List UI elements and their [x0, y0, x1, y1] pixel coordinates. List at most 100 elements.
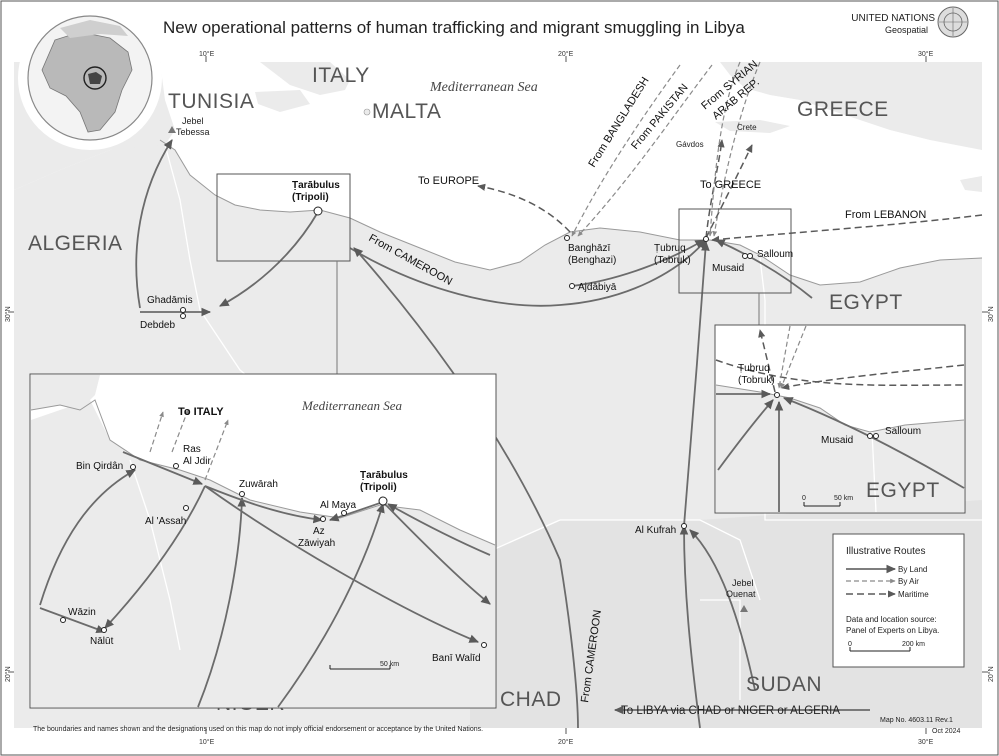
label-to-greece: To GREECE [700, 179, 761, 191]
route-to-europe-line [477, 183, 571, 233]
legend-item-land: By Land [898, 565, 927, 574]
inset-east-tobruk-1: Ṭubruq [738, 363, 770, 374]
route-tripoli-ghadamis [219, 211, 319, 307]
route-egypt-tobruk [715, 239, 813, 299]
inset-east-scale-zero: 0 [802, 495, 806, 502]
legend-source-1: Data and location source: [846, 615, 937, 624]
route-to-greece-line [705, 139, 725, 239]
label-al-kufrah: Al Kufrah [635, 525, 676, 536]
label-ajdabiya: Ajdābiyā [578, 282, 617, 293]
route-from-syria-line-2 [712, 61, 761, 237]
inset-east-tobruk-2: (Tobruk) [738, 375, 775, 386]
coord-20e-bottom: 20°E [558, 738, 574, 746]
legend-source-2: Panel of Experts on Libya. [846, 626, 939, 635]
inset-east-extent [678, 208, 792, 294]
label-crete: Crete [737, 123, 757, 132]
route-kufrah-tobruk [683, 240, 710, 527]
label-musaid: Musaid [712, 263, 744, 274]
label-jebel-ouenat-2: Ouenat [726, 589, 756, 599]
coord-30n-right: 30°N [987, 306, 995, 322]
inset-label-ras-1: Ras [183, 444, 201, 455]
legend-title: Illustrative Routes [846, 546, 925, 557]
label-to-libya: To LIBYA via CHAD or NIGER or ALGERIA [621, 705, 840, 717]
label-salloum: Salloum [757, 249, 793, 260]
label-tripoli-1: Ṭarābulus [292, 180, 340, 191]
map-number: Map No. 4603.11 Rev.1 [880, 717, 953, 724]
inset-label-bani-walid: Banī Walīd [432, 653, 481, 664]
label-mediterranean-sea: Mediterranean Sea [429, 80, 538, 95]
inset-label-al-maya: Al Maya [320, 500, 357, 511]
inset-east [714, 324, 966, 514]
label-benghazi-2: (Benghazi) [568, 255, 616, 266]
route-ghadamis-tebessa [135, 139, 173, 309]
route-sudan-kufrah-2 [689, 529, 756, 691]
label-egypt: EGYPT [829, 291, 903, 314]
label-tobruk-1: Ṭubruq [654, 243, 686, 254]
label-sudan: SUDAN [746, 673, 822, 696]
label-jebel-tebessa-1: Jebel [182, 116, 204, 126]
label-to-europe: To EUROPE [418, 175, 479, 187]
coord-10e-top: 10°E [199, 50, 215, 58]
route-from-syria-line [707, 61, 741, 237]
globe-locator [18, 6, 162, 150]
label-debdeb: Debdeb [140, 320, 175, 331]
legend-scale-zero: 0 [848, 641, 852, 648]
route-from-cameroon-south [355, 249, 579, 729]
coord-10e-bottom: 10°E [199, 738, 215, 746]
route-from-cameroon-north [349, 239, 707, 307]
label-jebel-tebessa-2: Tebessa [176, 127, 210, 137]
label-from-lebanon: From LEBANON [845, 209, 926, 221]
inset-label-bin-qirdan: Bin Qirdân [76, 461, 123, 472]
label-tunisia: TUNISIA [168, 90, 254, 113]
map-title: New operational patterns of human traffi… [163, 18, 745, 37]
inset-label-tripoli-2: (Tripoli) [360, 482, 397, 493]
coord-30e-bottom: 30°E [918, 738, 934, 746]
coord-20n-left: 20°N [4, 666, 12, 682]
label-tripoli-2: (Tripoli) [292, 192, 329, 203]
inset-west-extent [216, 173, 351, 262]
inset-east-maritime [715, 359, 965, 387]
route-from-pakistan-line [577, 64, 713, 237]
inset-west-sea: Mediterranean Sea [301, 398, 403, 413]
route-from-lebanon-line [711, 214, 983, 243]
inset-label-ras-2: Al Jdir [183, 456, 211, 467]
inset-label-nalut: Nālūt [90, 636, 114, 647]
agency-line-2: Geospatial [885, 25, 928, 35]
air-routes [571, 61, 761, 237]
legend-scale: 200 km [902, 641, 925, 648]
inset-label-tripoli-1: Ṭarābulus [360, 470, 408, 481]
coord-20n-right: 20°N [987, 666, 995, 682]
legend-item-sea: Maritime [898, 590, 929, 599]
coord-30e-top: 30°E [918, 50, 934, 58]
inset-label-az: Az [313, 526, 325, 537]
label-ghadamis: Ghadāmis [147, 295, 193, 306]
legend [832, 533, 965, 668]
label-malta: MALTA [372, 100, 441, 123]
inset-label-wazin: Wāzin [68, 607, 96, 618]
label-tobruk-2: (Tobruk) [654, 255, 691, 266]
label-jebel-ouenat-1: Jebel [732, 578, 754, 588]
inset-east-salloum: Salloum [885, 426, 921, 437]
label-gavdos: Gávdos [676, 140, 704, 149]
legend-item-air: By Air [898, 577, 919, 586]
inset-west-scale: 50 km [380, 661, 399, 668]
inset-west [29, 373, 497, 709]
label-chad: CHAD [500, 688, 562, 711]
inset-label-zuwarah: Zuwārah [239, 479, 278, 490]
route-to-crete-line [705, 144, 753, 239]
land-routes [135, 139, 870, 729]
inset-east-egypt: EGYPT [866, 479, 940, 502]
agency-line-1: UNITED NATIONS [851, 13, 935, 24]
coord-30n-left: 30°N [4, 306, 12, 322]
route-sudan-kufrah [679, 524, 701, 729]
route-from-bangladesh-line [571, 64, 681, 237]
disclaimer: The boundaries and names shown and the d… [33, 726, 483, 733]
un-emblem-icon [937, 6, 969, 38]
route-ajdabiya-tobruk [571, 239, 705, 287]
inset-label-al-assah: Al 'Assah [145, 516, 186, 527]
map-date: Oct 2024 [932, 728, 961, 735]
label-italy: ITALY [312, 64, 370, 87]
inset-label-zawiyah: Zāwiyah [298, 538, 335, 549]
